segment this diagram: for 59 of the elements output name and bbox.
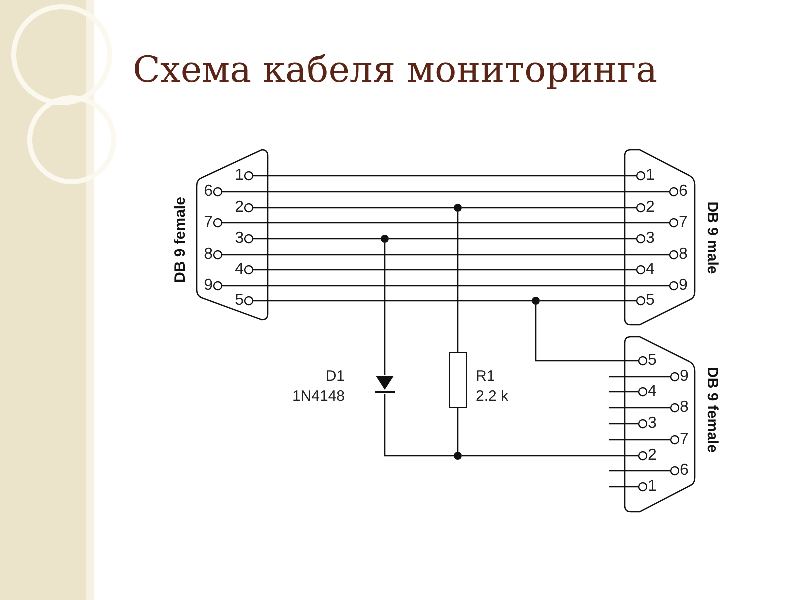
pin-number: 9 bbox=[204, 278, 213, 294]
pin-number: 6 bbox=[204, 184, 213, 200]
pin-number: 4 bbox=[648, 384, 657, 400]
wire bbox=[457, 212, 459, 352]
pin-number: 1 bbox=[646, 168, 655, 184]
pin-number: 1 bbox=[235, 168, 244, 184]
wire bbox=[213, 281, 679, 291]
pin-number: 7 bbox=[679, 215, 688, 231]
resistor-symbol bbox=[449, 352, 467, 408]
connector-label: DB 9 male bbox=[704, 202, 720, 274]
connector-label: DB 9 female bbox=[173, 197, 189, 283]
wire bbox=[457, 408, 459, 452]
pin-number: 8 bbox=[679, 247, 688, 263]
wire bbox=[535, 305, 648, 366]
wire bbox=[244, 296, 532, 306]
pin-number: 3 bbox=[235, 231, 244, 247]
pin-number: 1 bbox=[648, 479, 657, 495]
wire bbox=[462, 203, 646, 213]
pin-number: 4 bbox=[235, 262, 244, 278]
junction-dot bbox=[454, 452, 462, 460]
diode-symbol bbox=[375, 375, 395, 394]
pin-number: 5 bbox=[235, 293, 244, 309]
pin-number: 6 bbox=[679, 184, 688, 200]
connector-label: DB 9 female bbox=[704, 367, 720, 453]
wire bbox=[244, 265, 646, 275]
pin-number: 9 bbox=[679, 278, 688, 294]
pin-number: 8 bbox=[680, 400, 689, 416]
wire bbox=[244, 203, 454, 213]
wire bbox=[462, 451, 648, 461]
wire bbox=[540, 296, 646, 306]
junction-dot bbox=[381, 235, 389, 243]
pin-number: 4 bbox=[646, 262, 655, 278]
component-label: R1 bbox=[476, 368, 496, 385]
wire bbox=[213, 187, 679, 197]
pin-number: 6 bbox=[680, 463, 689, 479]
pin-number: 7 bbox=[204, 215, 213, 231]
component-label: 1N4148 bbox=[292, 388, 345, 405]
wire bbox=[384, 243, 386, 375]
pin-number: 7 bbox=[680, 432, 689, 448]
pin-number: 2 bbox=[235, 200, 244, 216]
pin-number: 5 bbox=[646, 293, 655, 309]
pin-number: 9 bbox=[680, 369, 689, 385]
pin-number: 3 bbox=[648, 416, 657, 432]
pin-number: 5 bbox=[648, 353, 657, 369]
wire bbox=[244, 171, 646, 181]
pin-number: 2 bbox=[648, 448, 657, 464]
pin-number: 8 bbox=[204, 247, 213, 263]
wire bbox=[384, 394, 454, 457]
junction-dot bbox=[532, 297, 540, 305]
wire bbox=[389, 234, 646, 244]
slide-title: Схема кабеля мониторинга bbox=[133, 50, 658, 91]
component-label: 2.2 k bbox=[476, 388, 509, 405]
pin-number: 3 bbox=[646, 231, 655, 247]
wire bbox=[213, 218, 679, 228]
pin-number: 2 bbox=[646, 200, 655, 216]
wire bbox=[244, 234, 381, 244]
junction-dot bbox=[454, 204, 462, 212]
wire bbox=[213, 250, 679, 260]
component-label: D1 bbox=[326, 368, 345, 385]
